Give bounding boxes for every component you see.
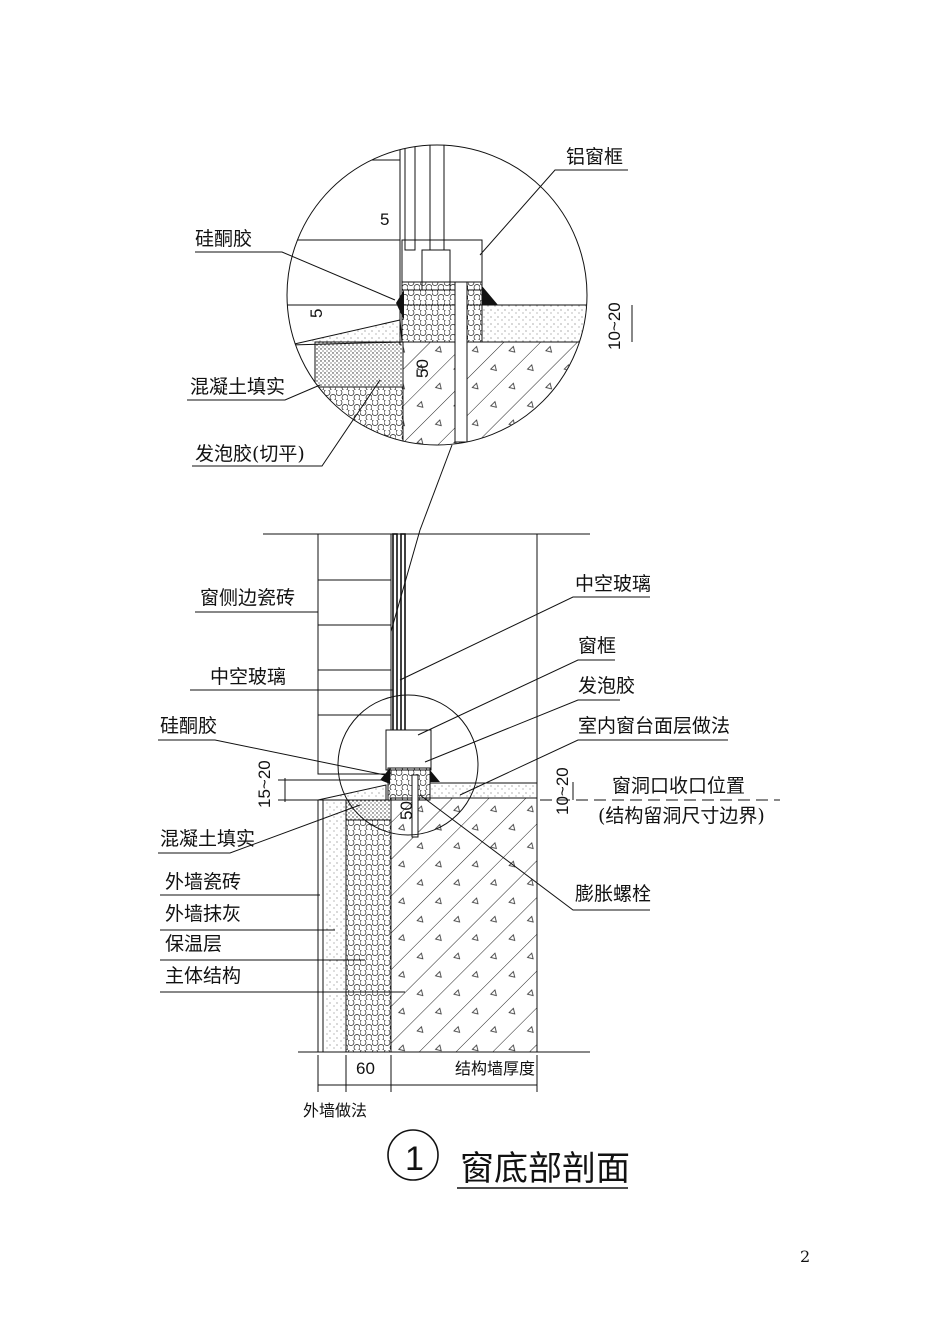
label-hollow-glass-left: 中空玻璃 bbox=[210, 666, 286, 688]
title-text: 窗底部剖面 bbox=[460, 1149, 630, 1189]
label-sill-finish: 室内窗台面层做法 bbox=[578, 715, 730, 737]
label-insulation: 保温层 bbox=[165, 933, 222, 955]
label-silicone-detail: 硅酮胶 bbox=[195, 228, 252, 250]
dim-60: 60 bbox=[356, 1059, 375, 1078]
label-side-tile: 窗侧边瓷砖 bbox=[200, 587, 295, 609]
label-concrete-fill-section: 混凝土填实 bbox=[160, 828, 255, 850]
label-wall-thickness: 结构墙厚度 bbox=[455, 1059, 535, 1078]
dim-15-20: 15~20 bbox=[255, 760, 274, 808]
label-aluminum-frame: 铝窗框 bbox=[566, 146, 623, 168]
label-hollow-glass-right: 中空玻璃 bbox=[575, 573, 651, 595]
drawing-title: 1 窗底部剖面 bbox=[387, 1129, 630, 1189]
label-opening-position: 窗洞口收口位置 bbox=[612, 775, 745, 797]
label-main-structure: 主体结构 bbox=[165, 965, 241, 987]
dim-50-detail: 50 bbox=[413, 359, 432, 378]
title-number: 1 bbox=[405, 1140, 424, 1178]
label-opening-boundary: (结构留洞尺寸边界) bbox=[598, 805, 765, 827]
dimension-line bbox=[317, 1055, 538, 1092]
dim-10-20-section: 10~20 bbox=[553, 767, 572, 815]
label-concrete-fill-detail: 混凝土填实 bbox=[190, 376, 285, 398]
dim-5-top: 5 bbox=[380, 210, 389, 229]
page-number: 2 bbox=[800, 1247, 810, 1266]
dim-50-section: 50 bbox=[397, 801, 416, 820]
label-ext-tile: 外墙瓷砖 bbox=[165, 871, 241, 893]
label-silicone-section: 硅酮胶 bbox=[160, 715, 217, 737]
label-expansion-bolt: 膨胀螺栓 bbox=[575, 883, 651, 905]
label-foam-cut: 发泡胶(切平) bbox=[195, 443, 305, 465]
label-window-frame: 窗框 bbox=[578, 635, 616, 657]
wall-section bbox=[263, 533, 780, 1053]
label-foam: 发泡胶 bbox=[578, 675, 635, 697]
label-ext-plaster: 外墙抹灰 bbox=[165, 903, 241, 925]
dim-5-side: 5 bbox=[307, 309, 326, 318]
dim-10-20-detail: 10~20 bbox=[605, 302, 624, 350]
label-ext-wall-method: 外墙做法 bbox=[303, 1101, 367, 1120]
